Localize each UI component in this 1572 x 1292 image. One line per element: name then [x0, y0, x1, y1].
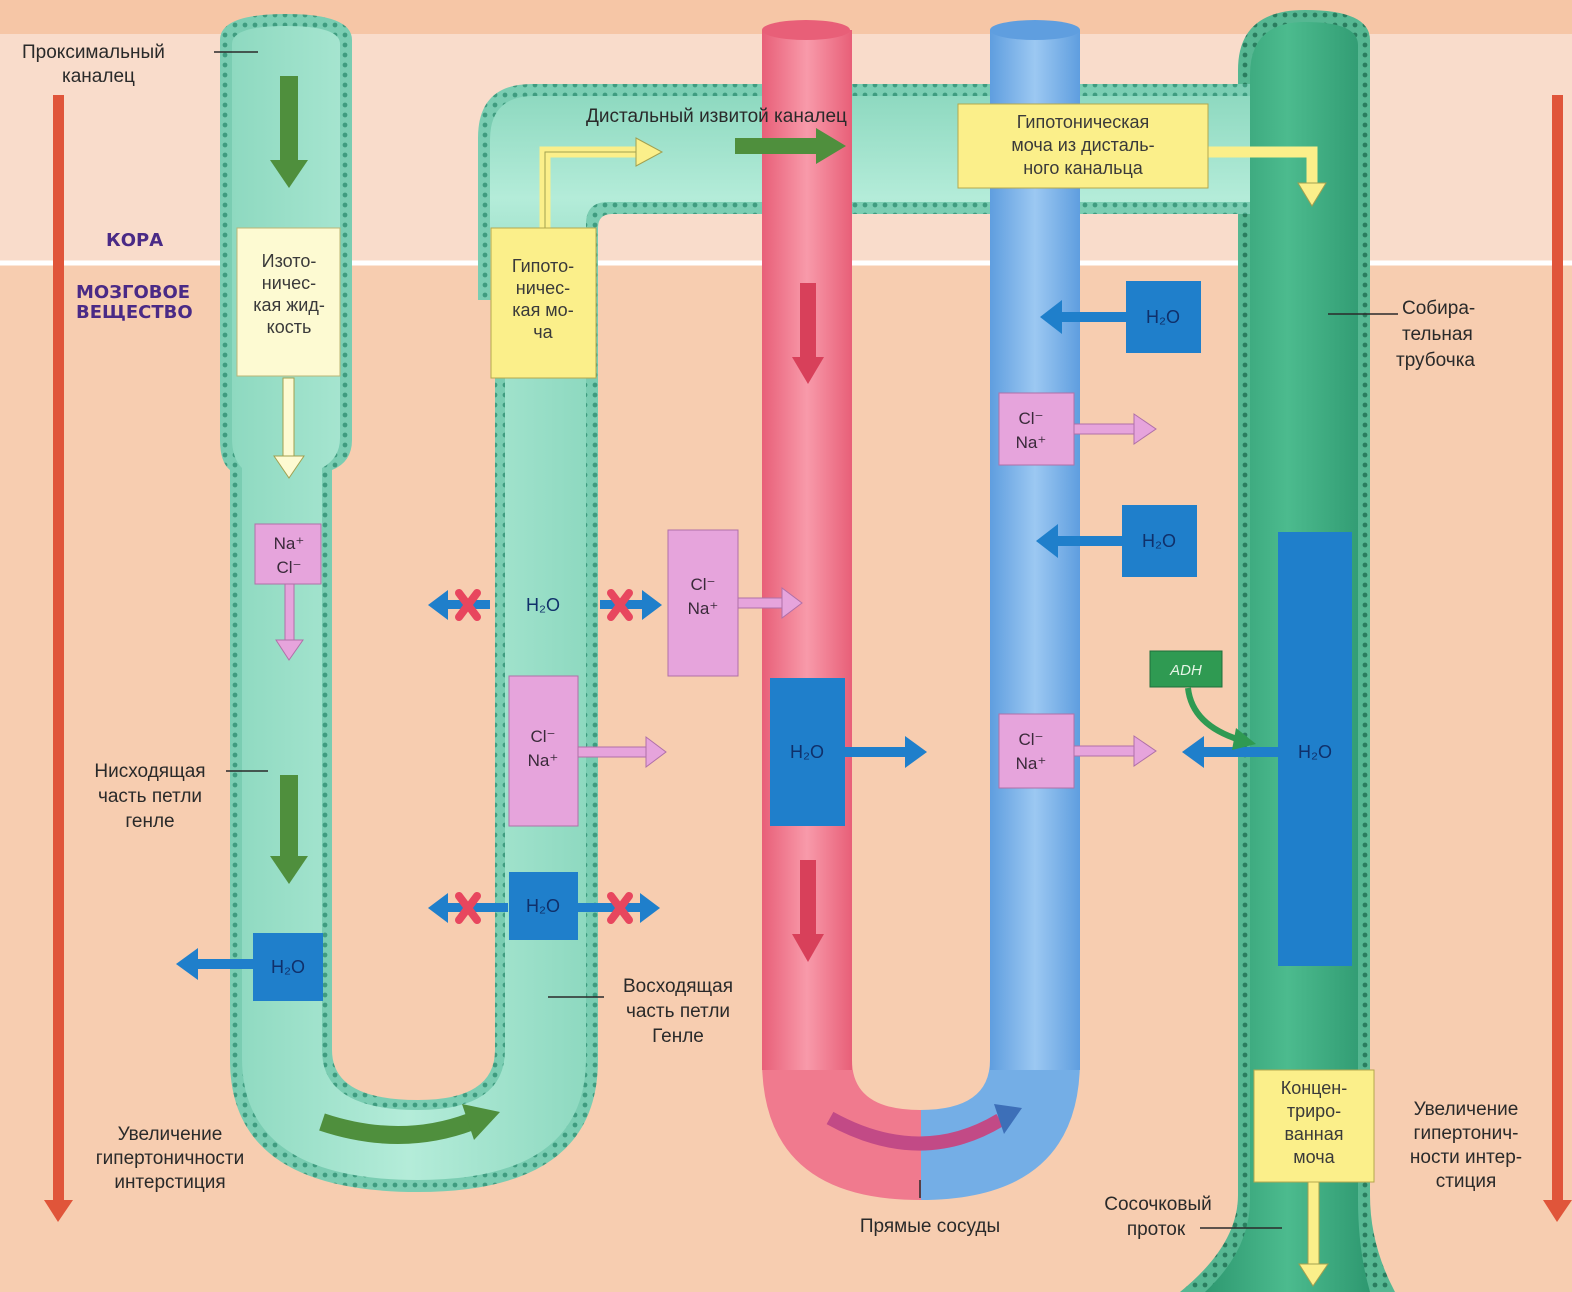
- label-papillary-2: проток: [1127, 1219, 1186, 1240]
- label-vasa-recta: Прямые сосуды: [860, 1216, 1000, 1237]
- hypotonic-text-1: Гипото-: [512, 256, 574, 276]
- hypotonic-text-3: кая мо-: [512, 300, 573, 320]
- label-increase-right-3: ности интер-: [1410, 1147, 1522, 1168]
- cl-label-blue-lower: Cl⁻: [1018, 730, 1043, 749]
- concentrated-text-1: Концен-: [1281, 1078, 1348, 1098]
- label-collecting-1: Собира-: [1402, 298, 1475, 319]
- water-label-collecting: H₂O: [1298, 742, 1332, 762]
- cl-label-blue-upper: Cl⁻: [1018, 409, 1043, 428]
- isotonic-text-1: Изото-: [262, 251, 317, 271]
- isotonic-text-4: кость: [267, 317, 312, 337]
- label-proximal-1: Проксимальный: [22, 42, 165, 63]
- water-label-middle: H₂O: [1142, 531, 1176, 551]
- ion-box-blue-lower: [999, 714, 1074, 788]
- cl-label-descending: Cl⁻: [276, 558, 301, 577]
- label-papillary-1: Сосочковый: [1104, 1194, 1212, 1215]
- ion-box-blue-upper: [999, 393, 1074, 465]
- water-label-ascending-box: H₂O: [526, 896, 560, 916]
- cl-label-interstitium: Cl⁻: [690, 575, 715, 594]
- label-collecting-3: трубочка: [1396, 350, 1475, 371]
- label-increase-left-3: интерстиция: [114, 1172, 225, 1193]
- cl-label-ascending: Cl⁻: [530, 727, 555, 746]
- label-medulla-1: МОЗГОВОЕ: [76, 282, 190, 303]
- label-increase-right-1: Увеличение: [1414, 1099, 1519, 1120]
- concentrated-text-2: триро-: [1287, 1101, 1341, 1121]
- label-increase-left-1: Увеличение: [118, 1124, 223, 1145]
- hypotonic-text-2: ничес-: [516, 278, 570, 298]
- label-proximal-2: каналец: [62, 66, 135, 87]
- concentrated-text-3: ванная: [1284, 1124, 1343, 1144]
- isotonic-text-3: кая жид-: [253, 295, 325, 315]
- water-label-red-vessel: H₂O: [790, 742, 824, 762]
- label-distal-tubule: Дистальный извитой каналец: [586, 106, 847, 127]
- concentrated-text-4: моча: [1293, 1147, 1335, 1167]
- water-label-upper: H₂O: [1146, 307, 1180, 327]
- label-descending-1: Нисходящая: [94, 761, 205, 782]
- label-increase-right-4: стиция: [1436, 1171, 1497, 1192]
- hypotonic-distal-text-3: ного канальца: [1023, 158, 1144, 178]
- label-ascending-2: часть петли: [626, 1001, 730, 1022]
- label-cortex: КОРА: [106, 230, 163, 251]
- water-label-ascending-lumen: H₂O: [526, 595, 560, 615]
- label-descending-3: генле: [125, 811, 174, 832]
- na-label-blue-upper: Na⁺: [1016, 433, 1047, 452]
- na-label-descending: Na⁺: [274, 534, 305, 553]
- label-increase-left-2: гипертоничности: [96, 1148, 244, 1169]
- label-descending-2: часть петли: [98, 786, 202, 807]
- label-increase-right-2: гипертонич-: [1414, 1123, 1519, 1144]
- hypotonic-text-4: ча: [533, 322, 553, 342]
- hypotonic-distal-text-2: моча из дисталь-: [1011, 135, 1154, 155]
- adh-label: ADH: [1169, 662, 1202, 679]
- hypotonic-distal-text-1: Гипотоническая: [1017, 112, 1150, 132]
- label-collecting-2: тельная: [1402, 324, 1473, 345]
- isotonic-text-2: ничес-: [262, 273, 316, 293]
- label-medulla-2: ВЕЩЕСТВО: [76, 302, 193, 323]
- na-label-blue-lower: Na⁺: [1016, 754, 1047, 773]
- label-ascending-1: Восходящая: [623, 976, 733, 997]
- water-label-descending: H₂O: [271, 957, 305, 977]
- label-ascending-3: Генле: [652, 1026, 704, 1047]
- na-label-ascending: Na⁺: [528, 751, 559, 770]
- na-label-interstitium: Na⁺: [688, 599, 719, 618]
